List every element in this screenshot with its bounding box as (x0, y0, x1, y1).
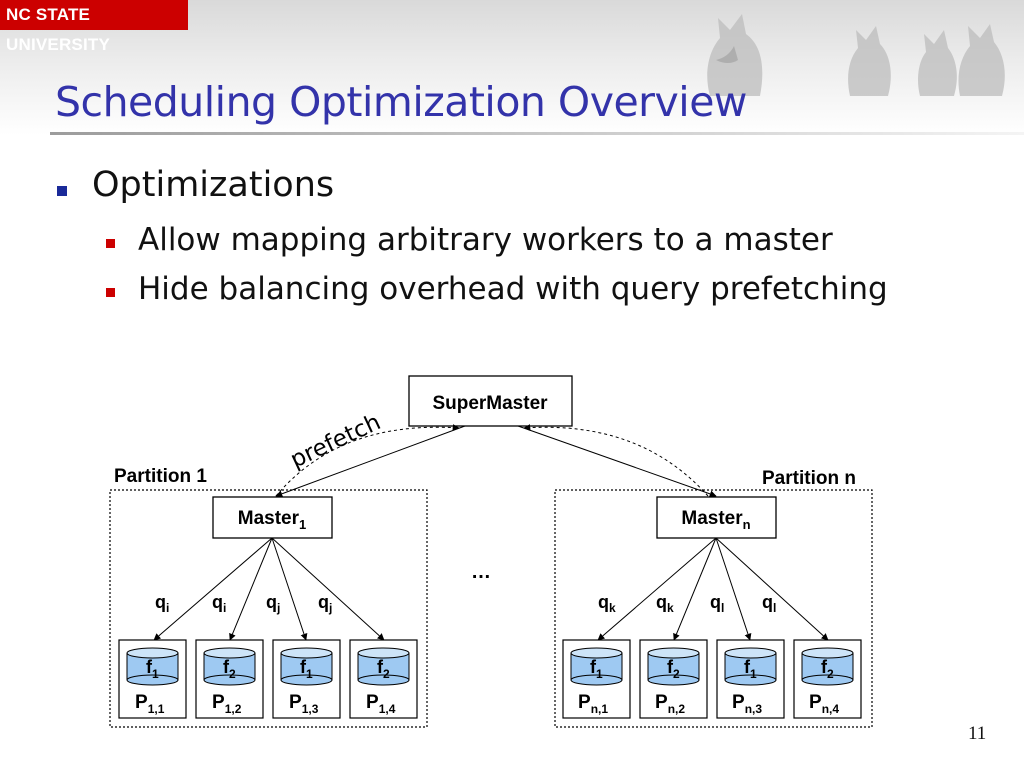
query-arrow (271, 537, 385, 641)
partition-1-box (109, 489, 428, 728)
worker-node: f1 Pn,1 (562, 639, 631, 719)
partition-1-label: Partition 1 (114, 466, 207, 487)
query-label: qk (656, 592, 674, 615)
processor-label: Pn,4 (809, 692, 839, 716)
query-label: qi (155, 592, 169, 615)
supermaster-to-master-n-arrow (517, 425, 717, 498)
title-underline (50, 132, 1024, 135)
bullet-marker (57, 186, 67, 196)
master-n-node (656, 496, 777, 539)
query-arrow (715, 537, 829, 641)
query-label: qk (598, 592, 616, 615)
supermaster-to-master-1-arrow (275, 425, 466, 498)
worker-node: f1 P1,1 (118, 639, 187, 719)
master-1-label: Master1 (238, 508, 306, 532)
ellipsis: … (471, 561, 491, 583)
worker-node: f1 P1,3 (272, 639, 341, 719)
file-label: f2 (377, 657, 390, 681)
query-arrow (153, 537, 273, 641)
master-1-node (212, 496, 333, 539)
worker-node: f2 P1,2 (195, 639, 264, 719)
prefetch-arrow-n (523, 424, 709, 497)
query-arrow (673, 537, 717, 641)
page-number: 11 (968, 723, 987, 744)
slide-title: Scheduling Optimization Overview (55, 78, 747, 126)
master-n-label: Mastern (681, 508, 750, 532)
query-label: qj (266, 592, 280, 615)
query-label: qi (212, 592, 226, 615)
query-arrow (597, 537, 717, 641)
prefetch-arrow-1 (275, 424, 460, 497)
sub-bullet-marker (106, 288, 115, 297)
worker-node: f2 P1,4 (349, 639, 418, 719)
university-logo: NC STATE UNIVERSITY (0, 0, 188, 54)
partition-n-label: Partition n (762, 468, 856, 489)
processor-label: P1,4 (366, 692, 396, 716)
worker-node: f2 Pn,2 (639, 639, 708, 719)
query-label: qj (318, 592, 332, 615)
bullet-main: Optimizations (92, 165, 335, 205)
query-arrow (271, 537, 308, 641)
prefetch-label: prefetch (287, 409, 385, 473)
sub-bullet-2: Hide balancing overhead with query prefe… (138, 271, 888, 307)
query-label: ql (710, 592, 724, 615)
sub-bullet-1: Allow mapping arbitrary workers to a mas… (138, 222, 833, 258)
query-arrow (229, 537, 273, 641)
file-label: f2 (667, 657, 680, 681)
query-label: ql (762, 592, 776, 615)
processor-label: Pn,2 (655, 692, 685, 716)
file-label: f1 (300, 657, 313, 681)
supermaster-node (408, 375, 573, 427)
supermaster-label: SuperMaster (432, 393, 548, 414)
file-label: f2 (223, 657, 236, 681)
processor-label: Pn,3 (732, 692, 762, 716)
partition-n-box (554, 489, 873, 728)
processor-label: P1,2 (212, 692, 242, 716)
wolf-pack-image (707, 14, 1005, 96)
worker-node: f1 Pn,3 (716, 639, 785, 719)
file-label: f1 (146, 657, 159, 681)
file-label: f1 (744, 657, 757, 681)
processor-label: P1,1 (135, 692, 165, 716)
file-label: f1 (590, 657, 603, 681)
sub-bullet-marker (106, 239, 115, 248)
file-label: f2 (821, 657, 834, 681)
query-arrow (715, 537, 752, 641)
processor-label: P1,3 (289, 692, 319, 716)
processor-label: Pn,1 (578, 692, 608, 716)
worker-node: f2 Pn,4 (793, 639, 862, 719)
